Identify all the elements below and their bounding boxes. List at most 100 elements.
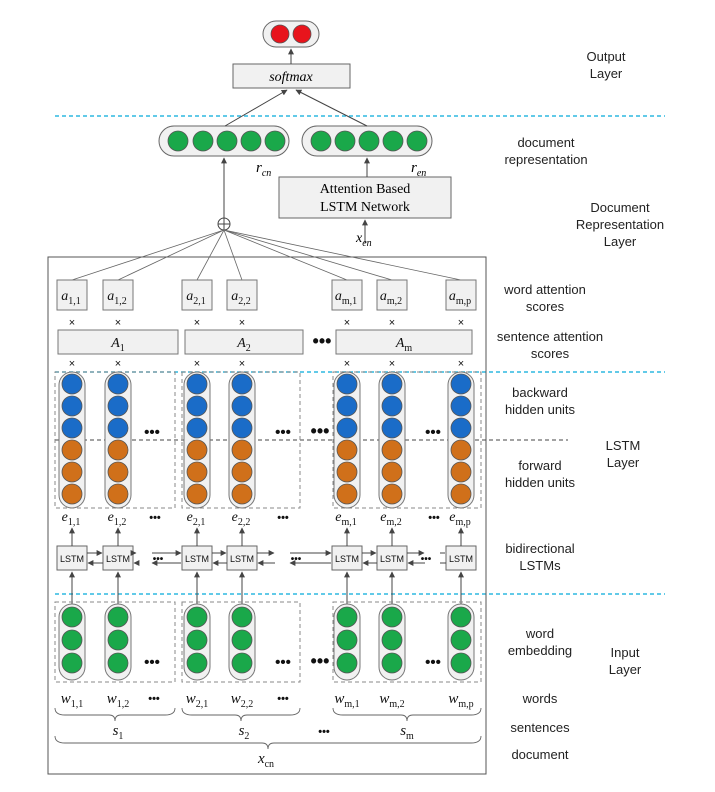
forward-node [336,439,358,461]
word-label-main: w [61,691,71,707]
e-label-main: e [187,510,193,525]
word-embedding-columns [58,603,475,681]
document-brace [54,735,482,750]
backward-node [450,395,472,417]
lstm-cell-label: LSTM [449,554,473,564]
word-score-box [102,279,134,311]
sentence-score-label: A2 [236,336,251,354]
word-attention-scores: a1,1××a1,2××a2,1××a2,2××am,1××am,2××am,p… [56,279,477,370]
ellipsis-mark: ••• [311,421,330,441]
forward-node [231,483,253,505]
sentence-group-box [332,371,482,509]
sentence-label-sub: m [406,731,414,742]
ellipsis-mark: ••• [148,693,160,705]
embedding-node [231,629,253,651]
green-node [264,130,286,152]
sentences-label: sentences [510,720,570,735]
sentence-label: s2 [239,723,250,742]
word-label: w1,2 [107,691,130,710]
backward-hidden-label: backward hidden units [490,384,590,418]
ellipsis-marks: ••••••••••••••••••••••••••••••••••••••••… [144,331,441,738]
times-mark: × [69,317,75,329]
embedding-node [107,606,129,628]
document-layer-title-line2: Representation [575,217,665,232]
word-score-label-sub: m,p [456,296,471,307]
output-section: softmax [232,20,351,89]
e-label: e2,2 [232,510,251,528]
e-label-sub: 2,1 [193,517,206,528]
forward-node [186,483,208,505]
output-layer-title-line1: Output [586,49,626,64]
sentence-score-label: A1 [110,336,125,354]
backward-node [336,395,358,417]
times-mark: × [69,358,75,370]
sentence-label: s1 [113,723,124,742]
backward-node [336,373,358,395]
document-representation-line2: representation [504,152,588,167]
softmax-box [232,63,351,89]
word-label: w1,1 [61,691,84,710]
forward-line2: hidden units [504,475,576,490]
embedding-node [381,606,403,628]
fan-line [117,229,225,281]
e-label-sub: m,p [455,517,470,528]
document-layer-title: Document Representation Layer [560,199,680,250]
word-label-sub: 1,1 [71,699,84,710]
embedding-node [186,606,208,628]
word-score-label-sub: 2,2 [238,296,251,307]
words-label: words [522,691,558,706]
output-layer-title-line2: Layer [589,66,623,81]
ellipsis-mark: ••• [421,554,432,565]
sentence-label-main: s [400,723,406,739]
input-layer-title-line1: Input [610,645,640,660]
times-mark: × [115,358,121,370]
e-label-sub: 1,2 [114,517,127,528]
forward-node [107,439,129,461]
fan-line [71,229,225,281]
embedding-node [336,606,358,628]
embedding-node [336,629,358,651]
word-score-label: a1,1 [61,289,81,307]
word-score-label-sub: 1,1 [68,296,81,307]
word-label: wm,1 [334,691,359,710]
forward-node [336,461,358,483]
sentence-score-box [184,329,304,355]
lstm-cell-label: LSTM [185,554,209,564]
input-layer-title-line2: Layer [608,662,642,677]
e-label-sub: 2,2 [238,517,251,528]
backward-node [186,373,208,395]
forward-node [61,483,83,505]
fan-line [223,229,348,281]
ellipsis-mark: ••• [277,693,289,705]
green-node [240,130,262,152]
word-score-box [56,279,88,311]
lstm-layer-title: LSTM Layer [588,437,658,471]
e-label: em,1 [335,510,357,528]
embedding-node [186,652,208,674]
output-node [270,24,290,44]
sentence-group-box [181,601,301,683]
forward-node [450,461,472,483]
rcn-label: rcn [256,160,271,179]
times-mark: × [115,317,121,329]
word-score-box [331,279,363,311]
sentence-group-box [332,601,482,683]
ellipsis-mark: ••• [291,554,302,565]
ellipsis-mark: ••• [275,654,291,671]
backward-node [61,395,83,417]
sentence-score-label-sub: 1 [120,343,125,354]
word-label-sub: 1,2 [117,699,130,710]
word-attention-label: word attention scores [490,281,600,315]
e-label-main: e [108,510,114,525]
green-node [382,130,404,152]
xcn-label-main: x [257,751,265,767]
backward-node [186,395,208,417]
ellipsis-mark: ••• [313,331,332,351]
forward-node [231,439,253,461]
backward-node [107,417,129,439]
fan-line [223,229,462,281]
document-section: rcn ren Attention Based LSTM Network xen [71,89,462,281]
